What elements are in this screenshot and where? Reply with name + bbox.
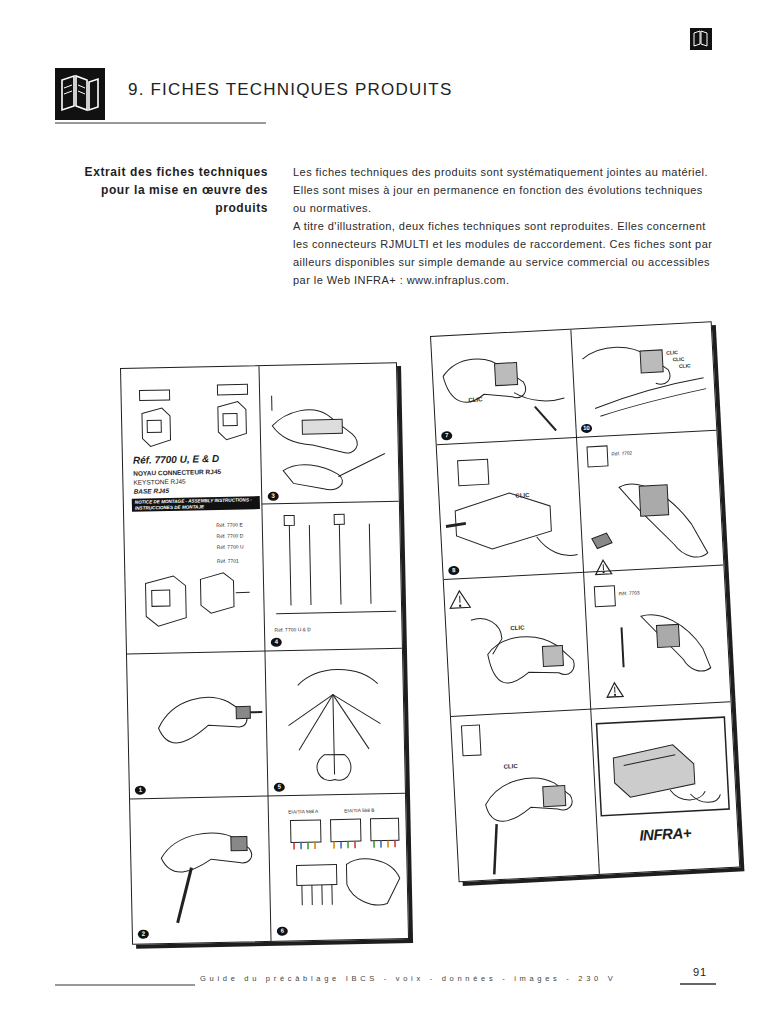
step-number: 4 bbox=[271, 638, 282, 647]
step-number: 10 bbox=[581, 424, 592, 434]
body-paragraph: Les fiches techniques des produits sont … bbox=[293, 163, 715, 217]
click-callout: CLIC bbox=[503, 763, 517, 771]
sheet-illustration bbox=[121, 363, 408, 944]
body-paragraph: A titre d'illustration, deux fiches tech… bbox=[293, 217, 715, 289]
sheet-illustration bbox=[431, 322, 739, 881]
click-callout: CLIC bbox=[666, 350, 678, 356]
instruction-sheet: Réf. 7700 U, E & D NOYAU CONNECTEUR RJ45K… bbox=[120, 362, 409, 945]
step-number: 3 bbox=[268, 492, 279, 501]
reference-label: Réf. 7703 bbox=[619, 590, 640, 597]
product-name: NOYAU CONNECTEUR RJ45 bbox=[133, 468, 221, 477]
click-callout: CLIC bbox=[510, 624, 524, 632]
step-number: 6 bbox=[277, 927, 288, 936]
click-callout: CLIC bbox=[672, 357, 684, 363]
reference-label: Réf. 7701 bbox=[217, 559, 239, 565]
product-name: BASE RJ45 bbox=[134, 487, 170, 495]
brand-logo: INFRA+ bbox=[639, 824, 691, 844]
step-number: 2 bbox=[138, 930, 149, 939]
click-callout: CLIC bbox=[679, 363, 691, 369]
reference-label: Réf. 7700 E bbox=[216, 522, 243, 528]
click-callout: CLIC bbox=[468, 396, 482, 404]
step-number: 8 bbox=[448, 566, 459, 576]
product-reference: Réf. 7700 U, E & D bbox=[133, 453, 219, 466]
side-heading: Extrait des fiches techniques pour la mi… bbox=[60, 163, 268, 217]
product-name: KEYSTONE RJ45 bbox=[133, 478, 185, 487]
reference-label: Réf. 7700 U bbox=[217, 544, 244, 550]
wiring-standard: EIA/TIA 568 B bbox=[344, 808, 374, 814]
instruction-band: NOTICE DE MONTAGE - ASSEMBLY INSTRUCTION… bbox=[132, 496, 260, 512]
reference-label: Réf. 7702 bbox=[611, 451, 632, 458]
section-title: 9. FICHES TECHNIQUES PRODUITS bbox=[128, 80, 452, 100]
reference-label: Réf. 7700 U & D bbox=[274, 627, 311, 634]
wiring-standard: EIA/TIA 568 A bbox=[288, 809, 318, 815]
footer-text: Guide du précâblage IBCS - voix - donnée… bbox=[200, 975, 616, 984]
step-number: 5 bbox=[274, 783, 285, 792]
page-number: 91 bbox=[693, 966, 707, 979]
instruction-sheet: CLICCLICCLICCLICCLICCLICCLIC7108Réf. 770… bbox=[430, 321, 740, 882]
reference-label: Réf. 7700 D bbox=[216, 533, 243, 539]
click-callout: CLIC bbox=[515, 492, 529, 500]
step-number: 7 bbox=[441, 431, 452, 441]
step-number: 1 bbox=[135, 786, 146, 795]
